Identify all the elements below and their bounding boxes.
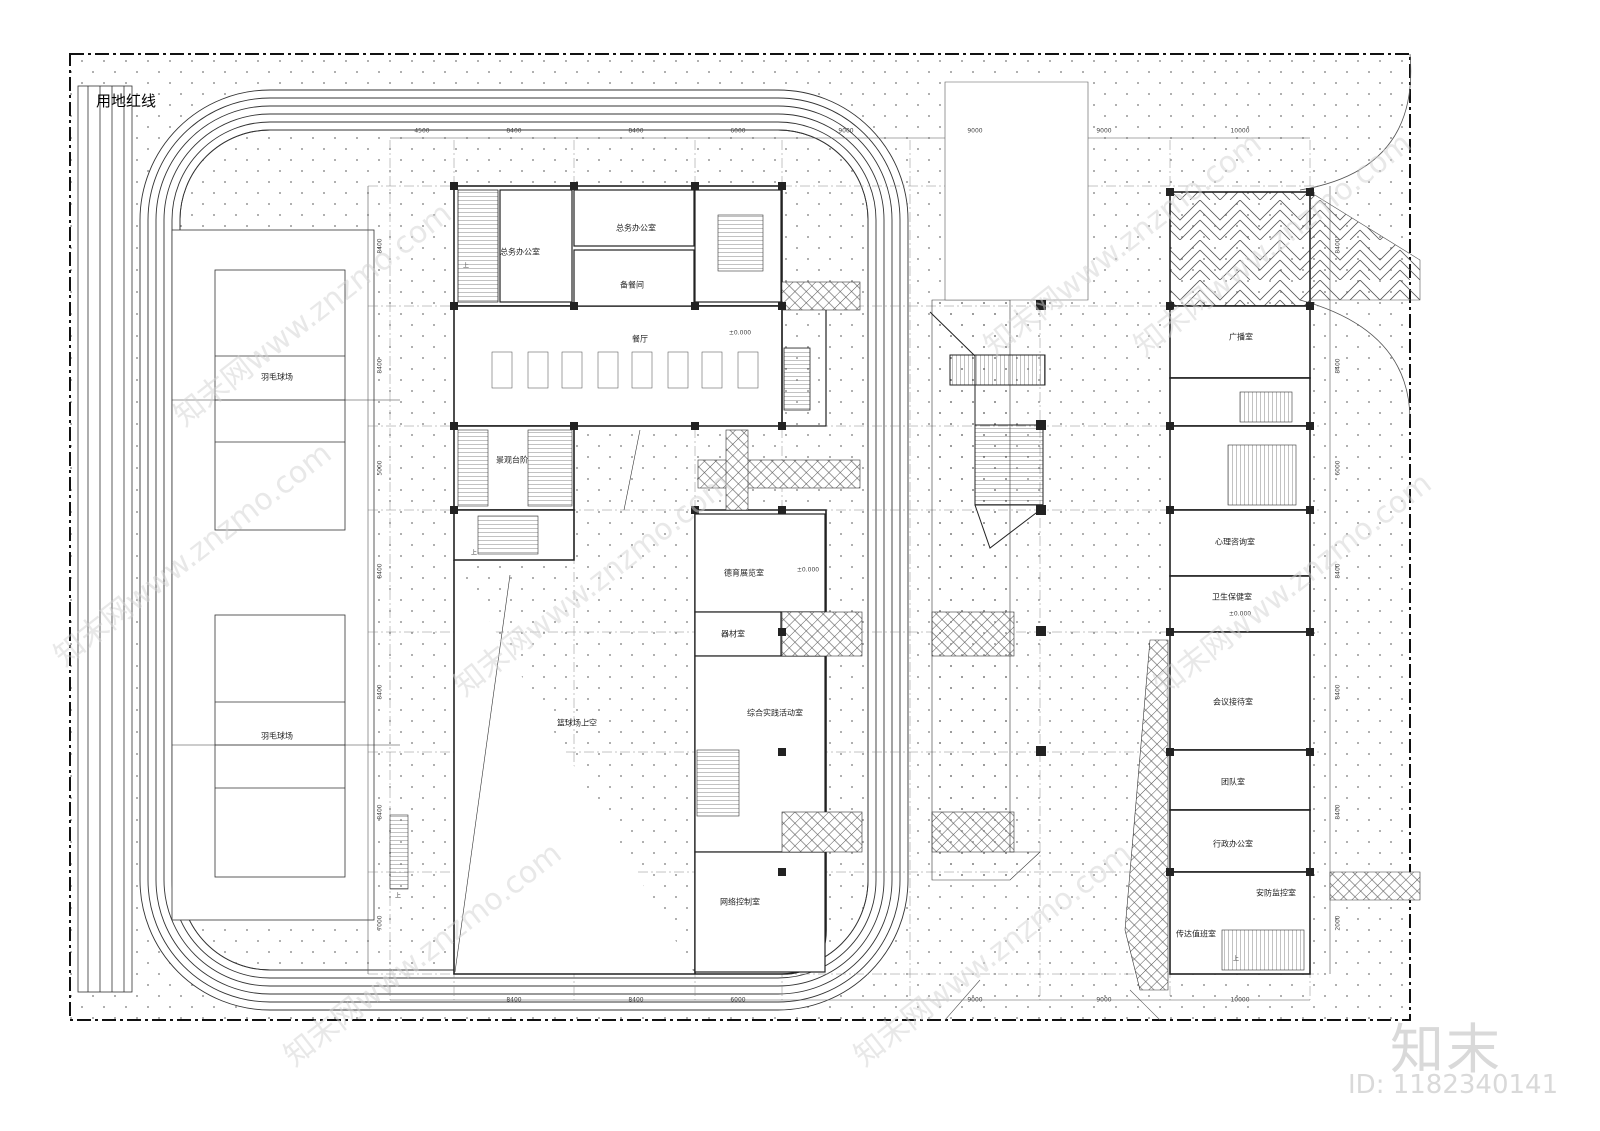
room-dining-hall: 餐厅: [632, 334, 648, 344]
dim-top-4: 6000: [730, 127, 746, 135]
room-health-care: 卫生保健室: [1212, 592, 1252, 602]
room-badminton-court-2: 羽毛球场: [261, 731, 293, 741]
dim-bottom-2: 8400: [628, 996, 644, 1004]
room-security-monitor: 安防监控室: [1256, 888, 1296, 898]
dim-right-3: 6000: [1334, 460, 1342, 476]
site-red-line-label: 用地红线: [96, 92, 157, 110]
dim-left-6: 8400: [376, 804, 384, 820]
image-id-label: ID: 1182340141: [1348, 1070, 1559, 1100]
dim-top-6: 9000: [967, 127, 983, 135]
dim-left-3: 5000: [376, 460, 384, 476]
stair-up-mark-4: 上: [1232, 955, 1240, 963]
stair-up-mark-2: 上: [470, 549, 478, 557]
dim-top-3: 8400: [628, 127, 644, 135]
dim-bottom-1: 8400: [506, 996, 522, 1004]
room-basketball-void: 篮球场上空: [557, 718, 597, 728]
room-viewing-steps: 景观台阶: [496, 455, 528, 465]
dim-right-5: 8400: [1334, 684, 1342, 700]
dim-bottom-5: 9000: [1096, 996, 1112, 1004]
brand-logo: 知末: [1390, 1018, 1502, 1081]
dim-left-2: 8400: [376, 358, 384, 374]
level-dining: ±0.000: [728, 329, 752, 337]
stair-up-mark-1: 上: [462, 262, 470, 270]
room-general-office-2: 总务办公室: [616, 223, 656, 233]
dim-top-2: 8400: [506, 127, 522, 135]
level-health: ±0.000: [1228, 610, 1252, 618]
level-exhibition: ±0.000: [796, 566, 820, 574]
room-moral-exhibition: 德育展览室: [724, 568, 764, 578]
dim-right-7: 2000: [1334, 915, 1342, 931]
room-network-control: 网络控制室: [720, 897, 760, 907]
dim-bottom-6: 10000: [1230, 996, 1250, 1004]
room-broadcast: 广播室: [1229, 332, 1253, 342]
room-equipment: 器材室: [721, 629, 745, 639]
room-general-office-1: 总务办公室: [500, 247, 540, 257]
room-psych-counseling: 心理咨询室: [1215, 537, 1255, 547]
dim-right-1: 8400: [1334, 238, 1342, 254]
room-reception: 会议接待室: [1213, 697, 1253, 707]
dim-right-6: 8400: [1334, 804, 1342, 820]
stair-up-mark-3: 上: [394, 892, 402, 900]
dim-left-5: 8400: [376, 684, 384, 700]
room-practice-activity: 综合实践活动室: [747, 708, 803, 718]
dim-top-5: 9000: [838, 127, 854, 135]
room-admin-office: 行政办公室: [1213, 839, 1253, 849]
room-team: 团队室: [1221, 777, 1245, 787]
dim-top-1: 4500: [414, 127, 430, 135]
dim-bottom-3: 6000: [730, 996, 746, 1004]
dim-top-7: 9000: [1096, 127, 1112, 135]
dim-left-4: 8400: [376, 563, 384, 579]
room-badminton-court-1: 羽毛球场: [261, 372, 293, 382]
dim-right-2: 8400: [1334, 358, 1342, 374]
dim-left-7: 7000: [376, 915, 384, 931]
room-guard: 传达值班室: [1176, 929, 1216, 939]
room-pantry: 备餐间: [620, 280, 644, 290]
dim-top-8: 10000: [1230, 127, 1250, 135]
dim-bottom-4: 9000: [967, 996, 983, 1004]
